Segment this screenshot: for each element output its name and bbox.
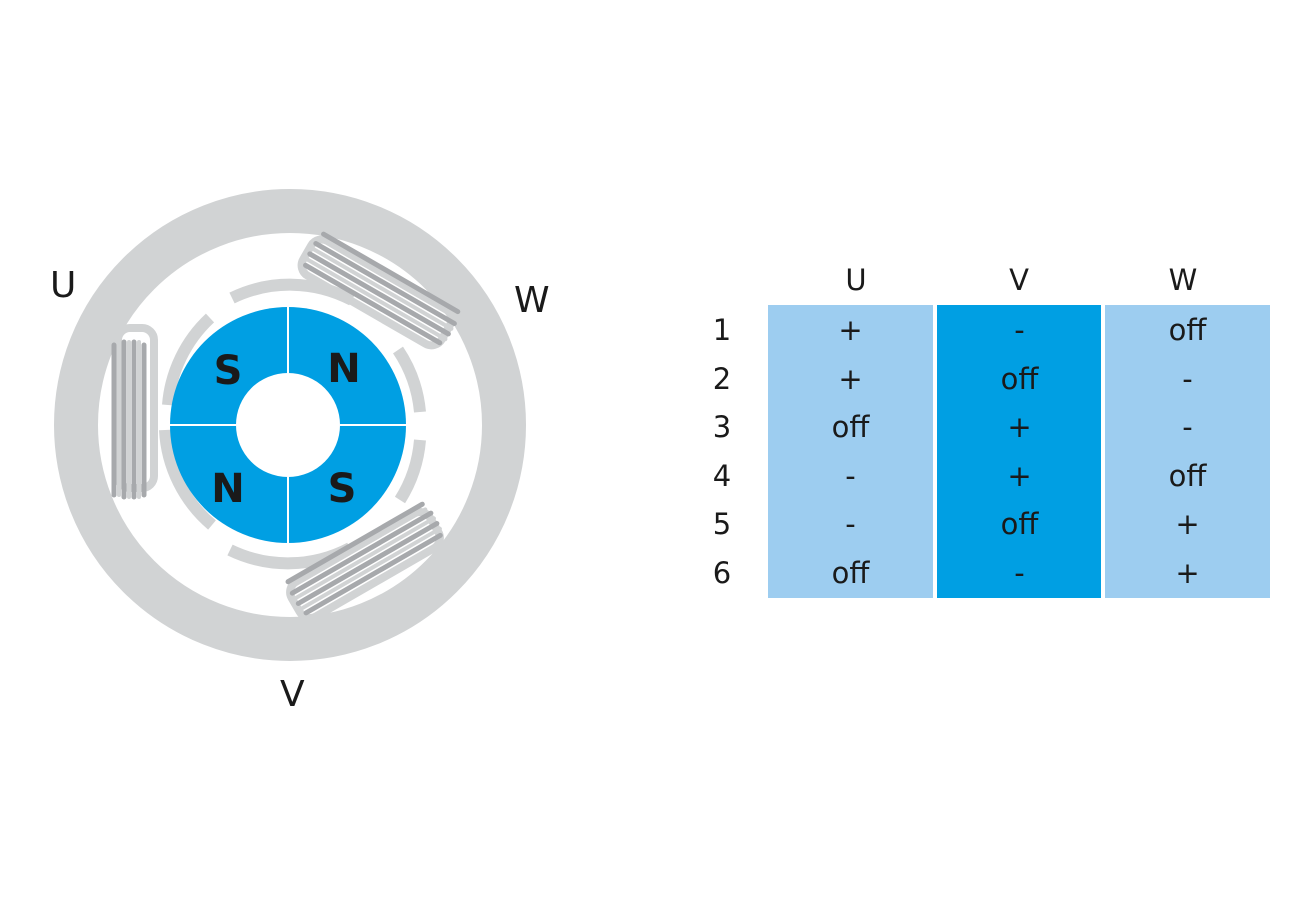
rotor-pole-label: S	[214, 348, 243, 394]
row-step-number: 3	[712, 410, 732, 444]
row-step-number: 1	[712, 313, 732, 347]
rotor-pole-label: S	[328, 466, 357, 512]
table-cell-v: off	[1000, 507, 1039, 541]
row-step-number: 6	[712, 555, 732, 590]
motor-diagram: S N N S	[54, 189, 526, 661]
table-cell-u: off	[831, 410, 870, 444]
table-cell-u: -	[845, 458, 856, 493]
table-cell-v: +	[1007, 458, 1032, 493]
row-step-number: 2	[712, 361, 732, 396]
table-cell-v: -	[1014, 555, 1025, 590]
coil-v	[285, 501, 444, 622]
table-cell-v: +	[1007, 410, 1032, 444]
phase-label-v: V	[280, 674, 305, 715]
table-cell-u: -	[845, 507, 856, 541]
phase-label-u: U	[50, 265, 77, 306]
table-cell-w: -	[1182, 361, 1193, 396]
table-cell-u: +	[838, 361, 863, 396]
coil-w	[297, 231, 461, 350]
table-cell-w: -	[1182, 410, 1193, 444]
table-cell-w: +	[1175, 507, 1200, 541]
column-header-v: V	[1009, 263, 1029, 297]
table-cell-u: off	[831, 555, 870, 590]
rotor-pole-label: N	[211, 466, 244, 512]
commutation-table: U V W 1 + - off 2 + off - 3 off + - 4 - + off 5 - off +6 off…	[700, 260, 1275, 605]
table-cell-w: off	[1168, 313, 1207, 347]
row-step-number: 5	[712, 507, 732, 541]
phase-label-w: W	[514, 280, 550, 321]
row-step-number: 4	[712, 458, 732, 493]
stator-ring	[54, 189, 526, 661]
rotor-pole-label: N	[327, 346, 360, 392]
table-cell-v: -	[1014, 313, 1025, 347]
table-cell-w: off	[1168, 458, 1207, 493]
coil-u	[111, 324, 158, 500]
table-cell-v: off	[1000, 361, 1039, 396]
column-header-u: U	[845, 263, 867, 297]
rotor: S N N S	[170, 307, 406, 543]
table-cell-w: +	[1175, 555, 1200, 590]
column-u-background	[768, 305, 933, 598]
column-w-background	[1105, 305, 1270, 598]
column-header-w: W	[1168, 263, 1198, 297]
table-cell-u: +	[838, 313, 863, 347]
column-v-background	[937, 305, 1101, 598]
